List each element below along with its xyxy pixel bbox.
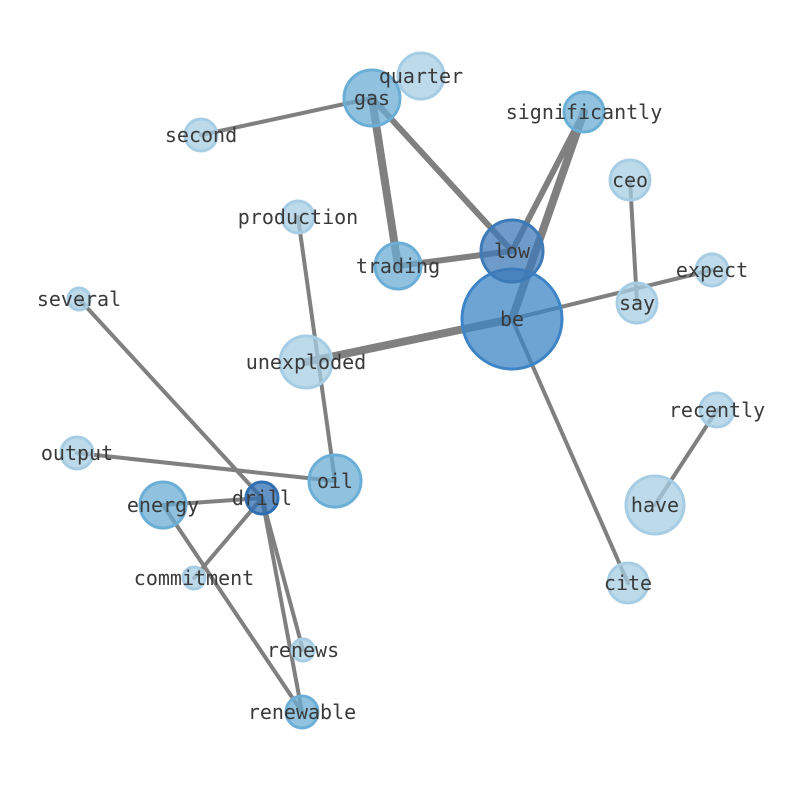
edge-output-oil [75,451,337,483]
node-label-unexploded: unexploded [246,350,366,374]
node-label-second: second [165,123,237,147]
node-unexploded[interactable] [278,334,334,390]
node-drill[interactable] [244,480,280,516]
node-quarter[interactable] [396,51,446,101]
node-gas[interactable] [342,68,402,128]
node-output[interactable] [59,435,95,471]
node-cite[interactable] [606,561,650,605]
node-label-production: production [238,205,358,229]
node-label-several: several [37,287,121,311]
node-label-have: have [631,493,679,517]
node-have[interactable] [624,474,686,536]
node-renewable[interactable] [284,694,320,730]
node-label-oil: oil [317,469,353,493]
node-label-quarter: quarter [379,64,463,88]
node-label-significantly: significantly [506,100,663,124]
node-label-commitment: commitment [134,566,254,590]
node-label-renews: renews [267,638,339,662]
edge-drill-renews [260,496,305,652]
node-say[interactable] [615,281,659,325]
node-label-trading: trading [356,254,440,278]
edge-energy-renewable [161,503,304,714]
node-production[interactable] [280,199,316,235]
edge-gas-low [369,95,515,254]
edge-drill-renewable [260,496,304,714]
node-expect[interactable] [694,252,730,288]
node-label-gas: gas [354,86,390,110]
node-label-ceo: ceo [612,168,648,192]
node-label-low: low [494,239,531,263]
node-commitment[interactable] [181,565,207,591]
node-renews[interactable] [290,637,316,663]
node-layer [59,51,736,730]
node-label-energy: energy [127,493,199,517]
node-label-renewable: renewable [248,700,356,724]
node-significantly[interactable] [562,90,606,134]
node-second[interactable] [183,117,219,153]
node-low[interactable] [479,218,545,284]
node-energy[interactable] [138,480,188,530]
node-ceo[interactable] [608,158,652,202]
node-label-expect: expect [676,258,748,282]
node-label-drill: drill [232,486,292,510]
node-label-be: be [500,307,524,331]
node-label-output: output [41,441,113,465]
node-several[interactable] [66,286,92,312]
node-label-say: say [619,291,655,315]
node-trading[interactable] [373,241,423,291]
node-oil[interactable] [307,453,363,509]
node-recently[interactable] [698,391,736,429]
edge-several-drill [77,297,264,500]
node-label-cite: cite [604,571,652,595]
node-label-recently: recently [669,398,765,422]
